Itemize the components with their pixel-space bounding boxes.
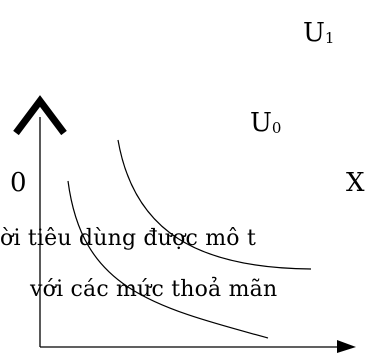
y-axis-arrowhead [13, 95, 67, 136]
curve-u1-label: U1 [303, 20, 334, 46]
curve-u1-label-main: U [303, 18, 325, 48]
curve-u0-label-main: U [250, 108, 272, 138]
curve-u1-label-sub: 1 [324, 29, 335, 47]
text-line-2: với các mức thoả mãn [30, 277, 278, 302]
origin-label: 0 [10, 168, 27, 198]
x-axis-label: X [346, 168, 365, 198]
curve-u0 [67, 180, 269, 339]
curve-u0-label-sub: 0 [271, 119, 282, 137]
x-axis-arrowhead [337, 340, 356, 353]
curve-u1 [117, 139, 312, 270]
text-line-1: ời tiêu dùng được mô t [0, 226, 256, 251]
curve-u0-label: U0 [250, 110, 281, 136]
